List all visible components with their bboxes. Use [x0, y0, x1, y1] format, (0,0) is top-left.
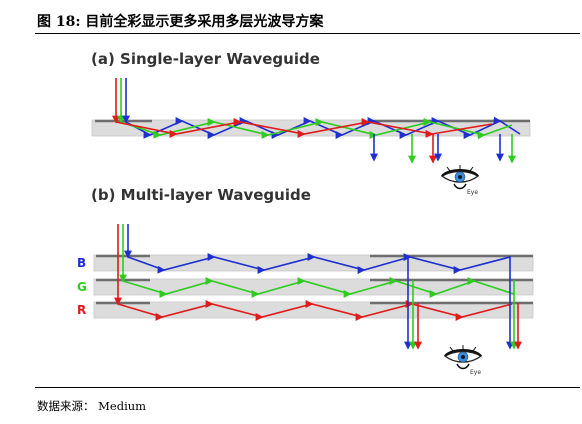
- panel-b-title: (b) Multi-layer Waveguide: [91, 186, 311, 204]
- figure-source: 数据来源： Medium: [37, 399, 147, 413]
- single-path-red: [115, 118, 493, 138]
- multi-path-green: [122, 276, 515, 299]
- layer-label-g: G: [77, 280, 87, 294]
- eye-label-a: Eye: [467, 189, 478, 196]
- panel-a-title: (a) Single-layer Waveguide: [91, 50, 320, 68]
- layer-label-r: R: [77, 303, 86, 317]
- layer-label-b: B: [77, 256, 86, 270]
- top-rule: [35, 33, 580, 34]
- multi-waveguide: [93, 224, 534, 350]
- multi-path-red: [117, 300, 513, 321]
- bottom-rule: [35, 387, 580, 388]
- eye-label-b: Eye: [470, 369, 481, 376]
- eye-icon: Eye: [443, 345, 483, 376]
- single-waveguide: [91, 78, 531, 164]
- eye-icon: Eye: [440, 165, 480, 196]
- figure-title: 图 18: 目前全彩显示更多采用多层光波导方案: [37, 14, 324, 30]
- multi-path-blue: [127, 253, 511, 275]
